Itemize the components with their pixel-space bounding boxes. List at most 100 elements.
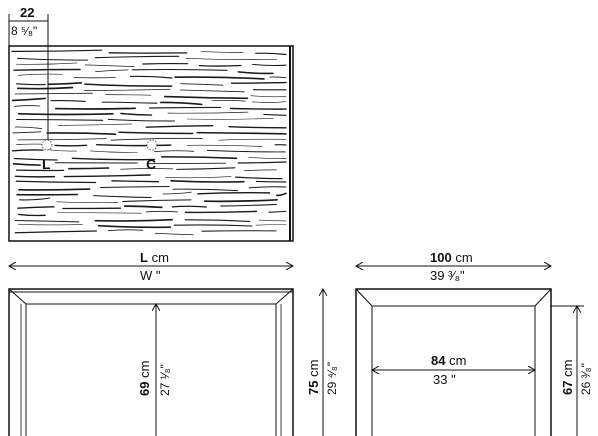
- wood-grain-stroke: [269, 76, 287, 79]
- wood-grain-stroke: [145, 210, 178, 213]
- wood-grain-stroke: [94, 55, 180, 59]
- wood-grain-stroke: [111, 180, 160, 183]
- wood-grain-stroke: [248, 156, 287, 159]
- wood-grain-stroke: [54, 107, 137, 110]
- wood-grain-stroke: [159, 101, 203, 106]
- wood-grain-stroke: [17, 206, 55, 209]
- wood-grain-stroke: [14, 92, 93, 95]
- wood-grain-stroke: [180, 83, 224, 86]
- wood-grain-stroke: [154, 150, 195, 152]
- wood-grain-stroke: [148, 106, 222, 109]
- wood-grain-stroke: [167, 111, 249, 114]
- wood-grain-stroke: [107, 229, 144, 232]
- front-view: [8, 288, 294, 436]
- depth-label: 100 cm: [430, 251, 473, 265]
- wood-grain-stroke: [118, 131, 194, 135]
- wood-grain-stroke: [89, 150, 138, 153]
- wood-grain-stroke: [14, 105, 41, 107]
- inner-width-value: 84: [431, 353, 446, 368]
- wood-grain-stroke: [14, 175, 56, 178]
- wood-grain-stroke: [15, 180, 97, 184]
- wood-grain-stroke: [206, 149, 286, 153]
- wood-grain-stroke: [68, 167, 110, 170]
- wood-grain-stroke: [120, 112, 153, 116]
- wood-grain-stroke: [250, 95, 287, 98]
- wood-grain-stroke: [198, 64, 242, 67]
- marker-center-label: C: [146, 156, 157, 172]
- wood-grain-stroke: [123, 205, 163, 209]
- wood-grain-stroke: [263, 113, 287, 116]
- inner-height-unit: cm: [137, 360, 152, 378]
- wood-grain-stroke: [173, 224, 253, 227]
- wood-grain-stroke: [160, 156, 238, 160]
- side-height-unit: cm: [560, 359, 575, 377]
- wood-grain-stroke: [17, 73, 63, 76]
- wood-grain-stroke: [12, 131, 42, 134]
- wood-grain-stroke: [255, 224, 287, 226]
- length-label: L cm: [140, 251, 169, 265]
- length-value: L: [140, 250, 148, 265]
- wood-grain-stroke: [120, 168, 174, 170]
- wood-grain-stroke: [110, 137, 203, 141]
- wood-grain-stroke: [268, 210, 287, 213]
- wood-grain-stroke: [243, 169, 277, 172]
- wood-grain-stroke: [131, 68, 228, 71]
- wood-grain-stroke: [47, 82, 83, 86]
- wood-grain-stroke: [200, 51, 244, 53]
- side-height-imperial: 26 ³⁄₈": [579, 363, 593, 395]
- wood-grain-stroke: [15, 118, 104, 121]
- wood-grain-stroke: [84, 64, 135, 67]
- wood-grain-stroke: [276, 192, 287, 197]
- wood-grain-stroke: [229, 107, 287, 110]
- wood-grain-stroke: [171, 205, 207, 208]
- wood-grain: [11, 49, 287, 236]
- depth-imperial: 39 ³⁄₈": [430, 268, 465, 283]
- wood-grain-stroke: [176, 167, 236, 170]
- wood-grain-stroke: [235, 176, 283, 180]
- wood-grain-stroke: [162, 191, 192, 195]
- wood-grain-stroke: [252, 63, 287, 67]
- wood-grain-stroke: [18, 213, 46, 217]
- wood-grain-stroke: [105, 94, 152, 96]
- wood-grain-stroke: [197, 191, 271, 195]
- inner-width-label: 84 cm: [431, 354, 466, 368]
- wood-grain-stroke: [14, 126, 43, 130]
- wood-grain-stroke: [46, 132, 117, 135]
- depth-unit: cm: [455, 250, 473, 265]
- total-height-imperial: 29 ⁴⁄₈": [325, 361, 339, 395]
- wood-grain-stroke: [63, 174, 151, 178]
- wood-grain-stroke: [84, 83, 173, 87]
- wood-grain-stroke: [129, 75, 173, 79]
- wood-grain-stroke: [203, 198, 278, 203]
- wood-grain-stroke: [11, 149, 44, 152]
- wood-grain-stroke: [17, 112, 114, 116]
- wood-grain-stroke: [93, 195, 152, 199]
- wood-grain-stroke: [185, 58, 277, 60]
- marker-left-label: L: [42, 156, 51, 172]
- wood-grain-stroke: [71, 157, 156, 161]
- wood-grain-stroke: [186, 118, 274, 120]
- side-height-value: 67: [560, 380, 575, 395]
- wood-grain-stroke: [237, 71, 274, 75]
- wood-grain-stroke: [107, 118, 175, 122]
- side-height-label: 67 cm: [560, 359, 575, 395]
- wood-grain-stroke: [174, 76, 265, 80]
- wood-grain-stroke: [57, 123, 133, 126]
- wood-grain-stroke: [11, 49, 103, 53]
- wood-grain-stroke: [57, 212, 142, 214]
- wood-grain-stroke: [186, 144, 263, 147]
- wood-grain-stroke: [196, 131, 287, 135]
- wood-grain-stroke: [14, 220, 80, 223]
- wood-grain-stroke: [172, 188, 239, 192]
- wood-grain-stroke: [19, 197, 51, 201]
- total-height-value: 75: [306, 380, 321, 395]
- wood-grain-stroke: [12, 163, 41, 166]
- wood-grain-stroke: [15, 83, 46, 86]
- wood-grain-stroke: [163, 95, 249, 100]
- wood-grain-stroke: [255, 52, 287, 56]
- length-unit: cm: [151, 250, 169, 265]
- wood-grain-stroke: [165, 176, 232, 179]
- wood-grain-stroke: [258, 219, 287, 222]
- inner-width-unit: cm: [449, 353, 467, 368]
